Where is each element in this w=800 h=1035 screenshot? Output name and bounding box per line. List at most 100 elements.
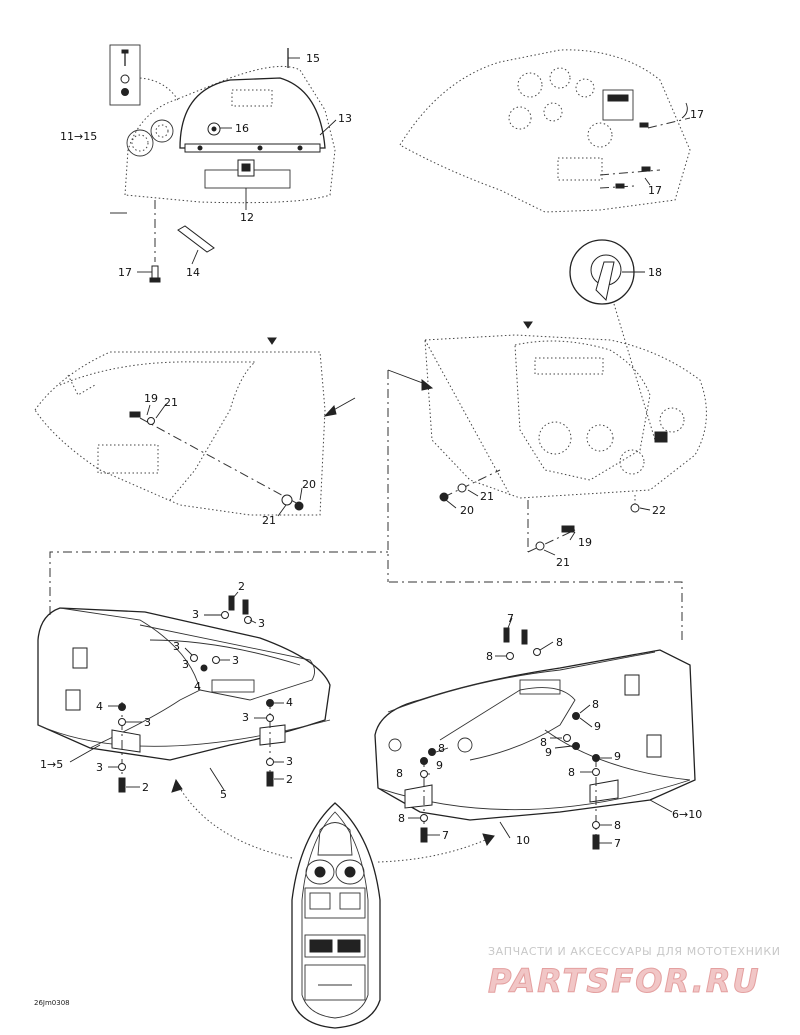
grommet bbox=[388, 738, 402, 752]
fastener-axis bbox=[527, 529, 576, 553]
reference-arrow-left bbox=[177, 784, 293, 859]
nut-20-icon bbox=[439, 492, 449, 502]
arrow-marker-icon bbox=[267, 337, 277, 345]
screw-17-head bbox=[149, 277, 161, 283]
callout-2: 2 bbox=[286, 773, 293, 786]
gauge-ring bbox=[549, 67, 571, 89]
washer-21-icon bbox=[281, 494, 293, 506]
callout-8: 8 bbox=[540, 736, 547, 749]
side-liner-marker-left bbox=[309, 892, 331, 910]
callout-19: 19 bbox=[144, 392, 158, 405]
bracket-plate bbox=[111, 729, 141, 753]
radio-unit bbox=[602, 89, 634, 121]
gauge-ring-mid bbox=[150, 119, 174, 143]
nut-9-icon bbox=[572, 742, 580, 750]
callout-17: 17 bbox=[690, 108, 704, 121]
leader-6-10 bbox=[649, 799, 673, 813]
callout-9: 9 bbox=[594, 720, 601, 733]
hinge-screw-icon bbox=[257, 145, 263, 151]
washer-8-icon bbox=[592, 768, 600, 776]
leader-21 bbox=[467, 489, 479, 497]
deck-panel-rim bbox=[59, 361, 257, 501]
leader-8 bbox=[579, 704, 591, 714]
hull-outline bbox=[291, 802, 381, 1029]
steering-wheel-icon bbox=[314, 866, 326, 878]
screw-17-icon bbox=[151, 265, 159, 279]
assembly-guide-right bbox=[388, 581, 683, 640]
detail-pointer bbox=[613, 303, 656, 441]
leader-17 bbox=[644, 177, 651, 186]
console-outline bbox=[124, 65, 336, 204]
callout-8: 8 bbox=[396, 767, 403, 780]
watermark-brand: PARTSFOR.RU bbox=[488, 962, 760, 1000]
display-slot bbox=[534, 357, 604, 375]
assembly-arrow bbox=[387, 369, 429, 386]
reference-arrow-right bbox=[377, 837, 491, 863]
leader-19 bbox=[569, 531, 576, 541]
callout-labels: 15 13 16 11→15 12 17 14 17 17 18 19 21 2… bbox=[40, 52, 704, 850]
callout-20: 20 bbox=[460, 504, 474, 517]
nut-icon bbox=[121, 88, 129, 96]
washer-3-icon bbox=[190, 654, 198, 662]
washer-3-icon bbox=[118, 763, 126, 771]
screw-7-icon bbox=[420, 827, 428, 843]
snap-slot bbox=[646, 734, 662, 758]
callout-8: 8 bbox=[556, 636, 563, 649]
liner-base bbox=[37, 719, 331, 747]
callout-8: 8 bbox=[438, 742, 445, 755]
callout-9: 9 bbox=[545, 746, 552, 759]
console-panel-middle-right bbox=[387, 321, 707, 582]
console-assembly-top-left bbox=[109, 44, 337, 283]
side-liner-marker-right bbox=[339, 892, 361, 910]
screw-2-icon bbox=[118, 777, 126, 793]
leader-5 bbox=[209, 767, 225, 791]
hinge-screw-icon bbox=[297, 145, 303, 151]
leader-8 bbox=[539, 641, 554, 651]
nut-20-icon bbox=[294, 501, 304, 511]
bracket-plate bbox=[259, 724, 286, 746]
vent-slot bbox=[519, 679, 561, 695]
rear-bench bbox=[304, 934, 366, 958]
liner-channel bbox=[439, 687, 576, 761]
washer-3-icon bbox=[118, 718, 126, 726]
screw-7-icon bbox=[592, 834, 600, 850]
callout-7: 7 bbox=[507, 612, 514, 625]
callout-7: 7 bbox=[442, 829, 449, 842]
leader-19 bbox=[146, 404, 151, 416]
screw-17-icon bbox=[641, 166, 651, 172]
nut-4-icon bbox=[266, 699, 274, 707]
leader-8 bbox=[435, 747, 449, 753]
callout-20: 20 bbox=[302, 478, 316, 491]
hinge-screw-icon bbox=[197, 145, 203, 151]
callout-21: 21 bbox=[480, 490, 494, 503]
grommet bbox=[457, 737, 473, 753]
gauge-ring bbox=[619, 449, 645, 475]
detail-18 bbox=[569, 239, 656, 441]
glovebox-opening bbox=[179, 77, 326, 149]
callout-3: 3 bbox=[232, 654, 239, 667]
washer-8-icon bbox=[420, 814, 428, 822]
switch-block-icon bbox=[654, 431, 668, 443]
washer-icon bbox=[120, 74, 130, 84]
knob-shaft bbox=[595, 261, 615, 302]
glovebox-cavity bbox=[97, 444, 159, 474]
callout-3: 3 bbox=[173, 640, 180, 653]
callout-4: 4 bbox=[286, 696, 293, 709]
nut-9-icon bbox=[428, 748, 436, 756]
gauge-ring-left bbox=[126, 129, 154, 157]
callout-4: 4 bbox=[194, 680, 201, 693]
callout-17: 17 bbox=[118, 266, 132, 279]
leader-10 bbox=[499, 821, 511, 839]
bracket-plate bbox=[404, 784, 433, 809]
washer-3-icon bbox=[212, 656, 220, 664]
screw-17-icon bbox=[639, 122, 649, 128]
callout-12: 12 bbox=[240, 211, 254, 224]
gauge-ring bbox=[659, 407, 685, 433]
gauge-ring bbox=[517, 72, 543, 98]
screw-head-icon bbox=[121, 49, 129, 54]
screw-19-icon bbox=[129, 411, 141, 418]
hull-inner bbox=[301, 811, 369, 1019]
liner-fold bbox=[59, 607, 201, 749]
lock-core bbox=[211, 126, 217, 132]
